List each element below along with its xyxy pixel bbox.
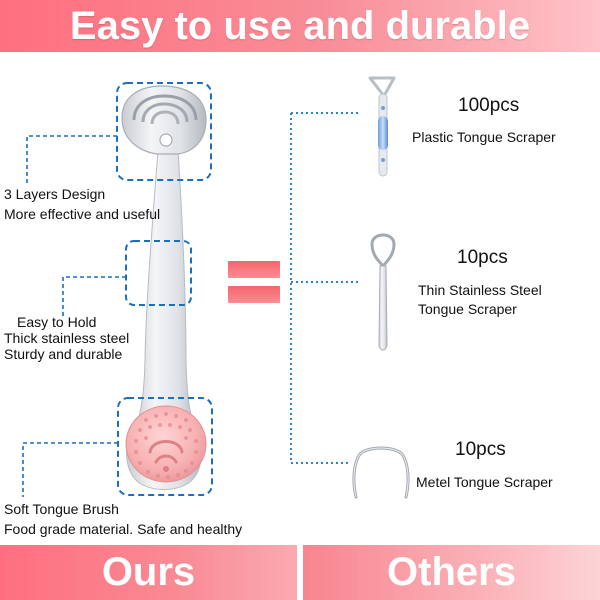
equal-sign-top-bar — [228, 261, 280, 278]
soft-tongue-brush — [125, 405, 207, 483]
others-label: Others — [387, 550, 516, 594]
item-3-count: 10pcs — [455, 439, 506, 460]
callout-lines — [22, 135, 126, 497]
thin-steel-scraper — [370, 233, 396, 351]
plastic-tongue-scraper — [368, 76, 396, 177]
item-3-name: Metel Tongue Scraper — [416, 474, 553, 490]
item-2-name-line2: Tongue Scraper — [418, 301, 517, 317]
ours-label: Ours — [101, 550, 196, 594]
our-tongue-scraper — [121, 85, 207, 490]
feature-1-title: 3 Layers Design — [4, 186, 106, 202]
scraper-handle — [131, 149, 199, 436]
header-title: Easy to use and durable — [69, 4, 531, 48]
others-bracket — [290, 112, 359, 464]
feature-2-desc-1: Thick stainless steel — [4, 330, 130, 346]
highlight-boxes — [116, 82, 213, 496]
header-banner — [0, 0, 600, 52]
feature-1-desc: More effective and useful — [4, 206, 161, 222]
item-2-count: 10pcs — [457, 247, 508, 268]
others-banner: Others — [303, 545, 600, 600]
item-2-name-line1: Thin Stainless Steel — [418, 282, 542, 298]
feature-3-title: Soft Tongue Brush — [4, 501, 119, 517]
feature-2-title: Easy to Hold — [17, 314, 97, 330]
item-1-count: 100pcs — [458, 95, 520, 116]
equal-sign-bottom-bar — [228, 286, 280, 303]
metal-u-scraper — [352, 446, 410, 499]
feature-2-desc-2: Sturdy and durable — [4, 346, 123, 362]
ours-banner: Ours — [0, 545, 297, 600]
feature-3-desc: Food grade material. Safe and healthy — [4, 521, 243, 537]
item-1-name: Plastic Tongue Scraper — [412, 129, 556, 145]
